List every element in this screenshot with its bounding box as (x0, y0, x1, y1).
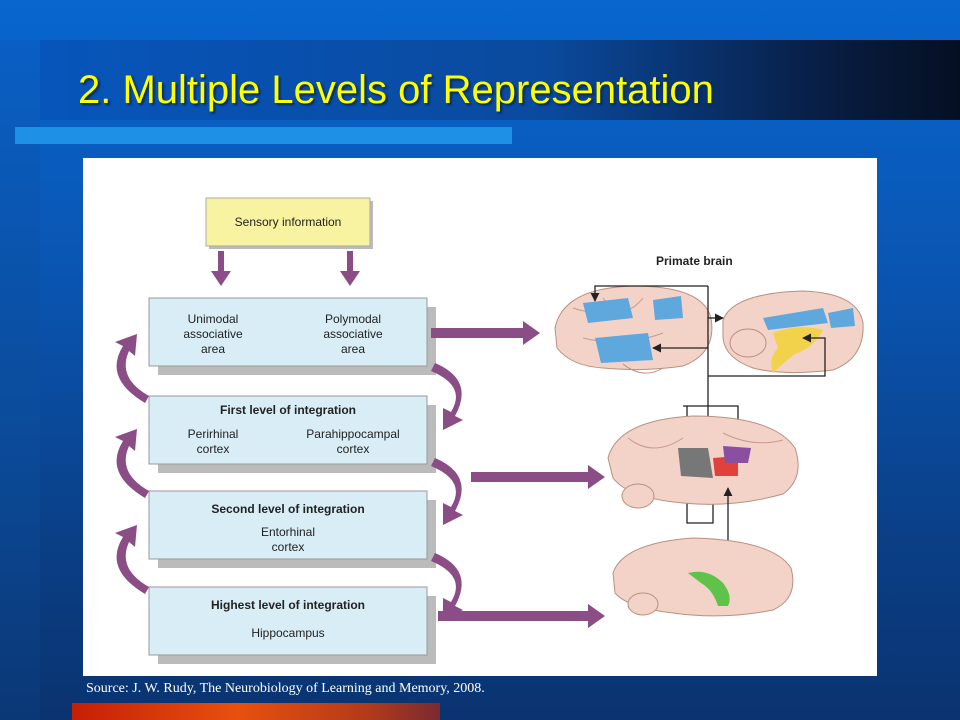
unimodal-line-3: area (201, 342, 225, 356)
perirhinal-line-2: cortex (197, 442, 230, 456)
title-bar (40, 40, 960, 120)
diagram-svg: Sensory information Unimodal associative… (115, 197, 864, 664)
diagram-figure: Sensory information Unimodal associative… (83, 158, 877, 676)
level-box-highest-integration: Highest level of integration Hippocampus (148, 586, 436, 664)
entorhinal-line-2: cortex (272, 540, 305, 554)
polymodal-line-3: area (341, 342, 365, 356)
brain-lateral-view (554, 285, 713, 374)
highest-level-heading: Highest level of integration (211, 598, 365, 612)
polymodal-line-1: Polymodal (325, 312, 381, 326)
primate-brain-label: Primate brain (656, 254, 733, 268)
brain-integration-view (607, 415, 799, 509)
perirhinal-line-1: Perirhinal (188, 427, 239, 441)
parahippocampal-line-1: Parahippocampal (306, 427, 399, 441)
hippocampus-label: Hippocampus (251, 626, 324, 640)
level-box-first-integration: First level of integration Perirhinal co… (148, 395, 436, 473)
sensory-information-box: Sensory information (205, 197, 373, 249)
left-accent-strip (0, 40, 40, 720)
unimodal-line-2: associative (183, 327, 243, 341)
second-level-heading: Second level of integration (211, 502, 364, 516)
brain-hippocampus-view (612, 537, 794, 617)
polymodal-line-2: associative (323, 327, 383, 341)
title-underline-bar (15, 127, 512, 144)
horizontal-arrows (431, 321, 605, 628)
sensory-information-label: Sensory information (235, 215, 342, 229)
level-box-associative: Unimodal associative area Polymodal asso… (148, 297, 436, 375)
bottom-accent-bar (72, 703, 440, 720)
first-level-heading: First level of integration (220, 403, 356, 417)
unimodal-line-1: Unimodal (188, 312, 239, 326)
entorhinal-line-1: Entorhinal (261, 525, 315, 539)
curved-arrows-down (431, 363, 463, 620)
slide-title: 2. Multiple Levels of Representation (78, 68, 714, 112)
sensory-down-arrows (211, 251, 360, 286)
brain-medial-view (722, 290, 864, 374)
source-citation: Source: J. W. Rudy, The Neurobiology of … (86, 681, 485, 696)
parahippocampal-line-2: cortex (337, 442, 370, 456)
level-box-second-integration: Second level of integration Entorhinal c… (148, 490, 436, 568)
curved-arrows-up (115, 334, 149, 594)
